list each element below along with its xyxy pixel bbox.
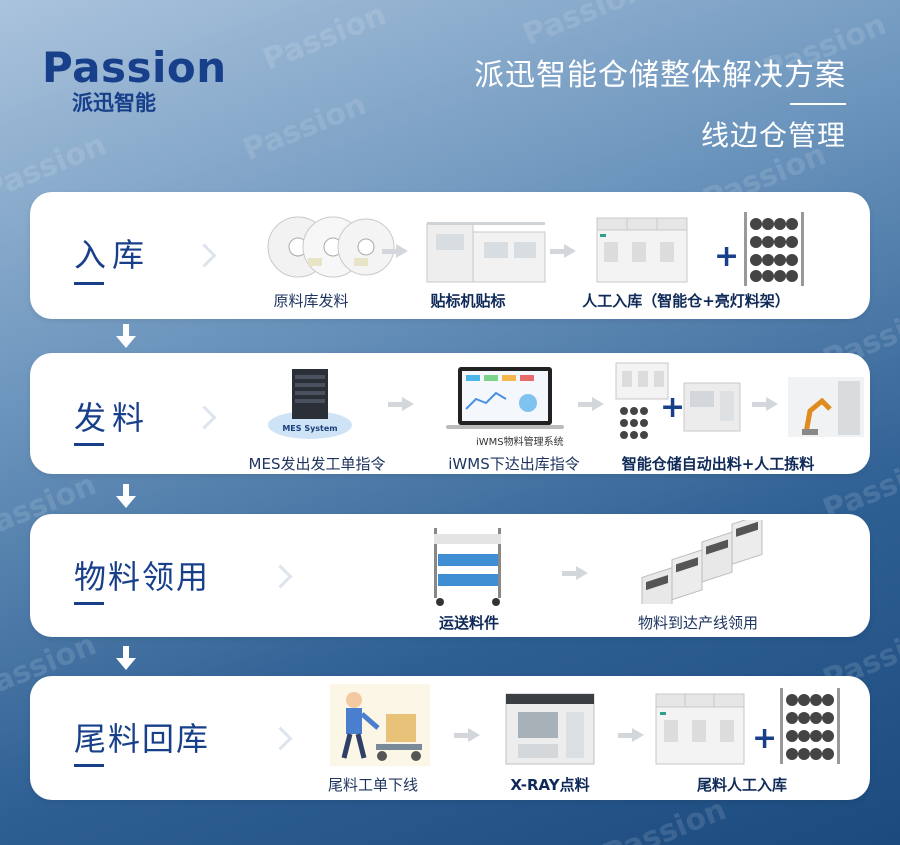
chevron-right-icon (268, 564, 293, 589)
section-title: 物料领用 (74, 558, 211, 596)
section-title: 发料 (74, 399, 151, 437)
mes-system-text: MES System (282, 424, 337, 433)
arrow-right-icon (454, 728, 482, 742)
logo-wordmark: Passion (42, 43, 227, 92)
chevron-right-icon (192, 243, 217, 268)
step-label: 原料库发料 (273, 292, 349, 310)
labeling-machine-image (426, 222, 546, 283)
step-label: 人工入库（智能仓+亮灯料架） (582, 292, 790, 310)
iwms-laptop-image (446, 367, 564, 429)
material-cart-image (434, 528, 501, 606)
section-card-return-stock: 尾料回库 + (30, 676, 870, 800)
arrow-right-icon (388, 397, 416, 411)
step-label: MES发出发工单指令 (248, 455, 386, 473)
smart-warehouse-image (655, 693, 745, 765)
chevron-right-icon (268, 726, 293, 751)
warehouse-with-shelf-image (615, 362, 669, 439)
material-reels-image (267, 216, 395, 278)
mes-server-image: MES System (268, 369, 352, 439)
page-subtitle: 线边仓管理 (700, 119, 846, 152)
step-label: X-RAY点料 (510, 776, 590, 794)
step-label: 智能仓储自动出料+人工拣料 (621, 455, 815, 473)
section-card-inbound: 入库 + (30, 192, 870, 319)
arrow-right-icon (618, 728, 646, 742)
section-title: 尾料回库 (74, 720, 211, 758)
dispensing-machine-image (683, 382, 741, 432)
section-title-underline (74, 764, 104, 767)
step-label: 运送料件 (438, 614, 500, 632)
section-title-underline (74, 602, 104, 605)
section-title-underline (74, 282, 104, 285)
arrow-right-icon (382, 244, 410, 258)
smart-warehouse-image (596, 217, 688, 283)
section-card-material-use: 物料领用 运送料件 物料到达产线领用 (30, 514, 870, 637)
step-label: 尾料工单下线 (327, 776, 419, 794)
light-shelf-image (744, 212, 804, 286)
xray-machine-image (505, 693, 595, 765)
robot-picking-image (788, 377, 864, 437)
section-title-underline (74, 443, 104, 446)
plus-icon: + (660, 390, 686, 425)
section-title: 入库 (74, 236, 151, 274)
arrow-down-icon (116, 646, 136, 672)
watermark: Passion (518, 0, 652, 53)
watermark: Passion (238, 87, 372, 168)
iwms-caption: iWMS物料管理系统 (476, 437, 564, 448)
chevron-right-icon (192, 405, 217, 430)
arrow-down-icon (116, 324, 136, 350)
worker-cart-image (330, 684, 430, 766)
smt-production-line-image (641, 520, 763, 604)
step-label: 尾料人工入库 (696, 776, 788, 794)
arrow-right-icon (752, 397, 780, 411)
step-label: 贴标机贴标 (430, 292, 506, 310)
arrow-right-icon (550, 244, 578, 258)
page-title: 派迅智能仓储整体解决方案 (474, 58, 846, 93)
logo-chinese: 派迅智能 (72, 91, 156, 115)
arrow-right-icon (578, 397, 606, 411)
watermark: Passion (258, 0, 392, 78)
plus-icon: + (752, 721, 778, 756)
title-divider (790, 103, 846, 105)
light-shelf-image (780, 688, 840, 764)
section-card-dispatch: 发料 MES System iWMS物料管理系统 (30, 353, 870, 474)
step-label: 物料到达产线领用 (637, 614, 759, 632)
arrow-right-icon (562, 566, 590, 580)
plus-icon: + (714, 239, 740, 274)
arrow-down-icon (116, 484, 136, 510)
step-label: iWMS下达出库指令 (448, 455, 580, 473)
brand-logo: Passion 派迅智能 (42, 46, 227, 116)
